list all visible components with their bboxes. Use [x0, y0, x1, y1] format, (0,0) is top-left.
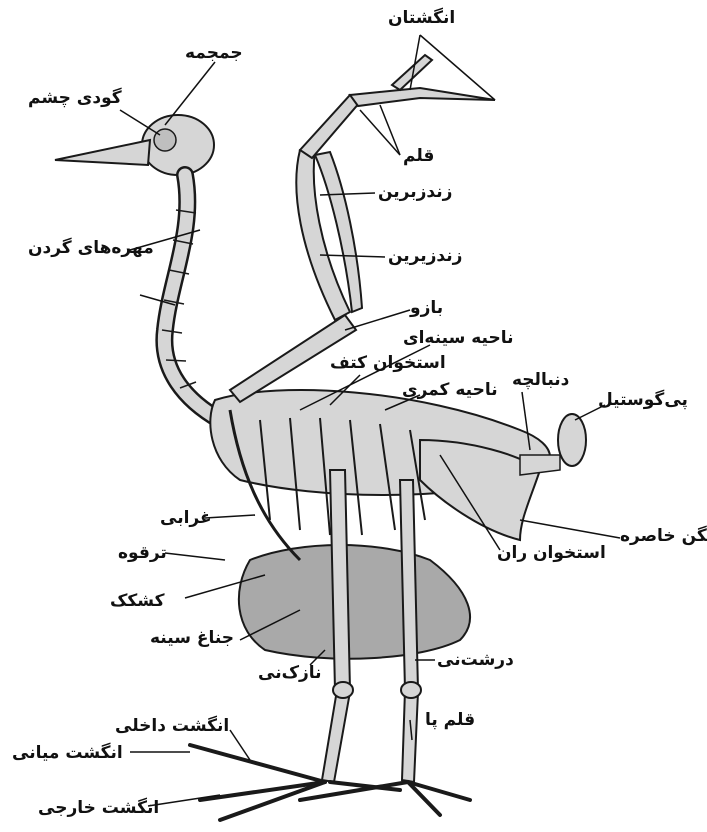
label-tibiotarsus: درشت‌نی — [437, 652, 514, 669]
label-neck-vertebrae: مهره‌های گردن — [28, 240, 154, 257]
label-carpometacarpus: قلم — [403, 148, 434, 165]
label-furcula: ترقوه — [118, 545, 167, 562]
sternum-plate — [239, 545, 470, 659]
label-inner-toe: انگشت داخلی — [115, 718, 229, 735]
wing-bones — [230, 55, 495, 402]
skull-bones — [55, 115, 214, 175]
label-sternum: جناغ سینه — [150, 630, 234, 647]
label-humerus: بازو — [410, 300, 443, 317]
label-middle-toe: انگشت میانی — [12, 745, 123, 762]
label-tail: دنبالچه — [512, 372, 569, 389]
label-fibula: نازک‌نی — [258, 665, 322, 682]
label-keel: کشکک — [110, 593, 164, 610]
label-scapula: استخوان کتف — [330, 355, 446, 372]
label-eye-socket: گودی چشم — [28, 90, 122, 107]
label-fingers: انگشتان — [388, 10, 455, 27]
label-coracoid: غرابی — [160, 510, 212, 527]
neck-vertebrae-bones — [162, 175, 220, 420]
label-skull: جمجمه — [185, 45, 243, 62]
label-thoracic-region: ناحیه سینه‌ای — [403, 330, 514, 347]
label-radius: زندزبرین — [378, 184, 452, 201]
label-pelvis: لگن خاصره — [620, 528, 707, 545]
label-lumbar-region: ناحیه کمری — [402, 382, 498, 399]
label-ulna: زندزیرین — [388, 248, 462, 265]
label-tarsometatarsus: قلم پا — [425, 712, 475, 729]
label-femur: استخوان ران — [497, 545, 606, 562]
label-outer-toe: انگشت خارجی — [38, 800, 159, 817]
label-pygostyle: پی‌گوستیل — [598, 392, 688, 409]
